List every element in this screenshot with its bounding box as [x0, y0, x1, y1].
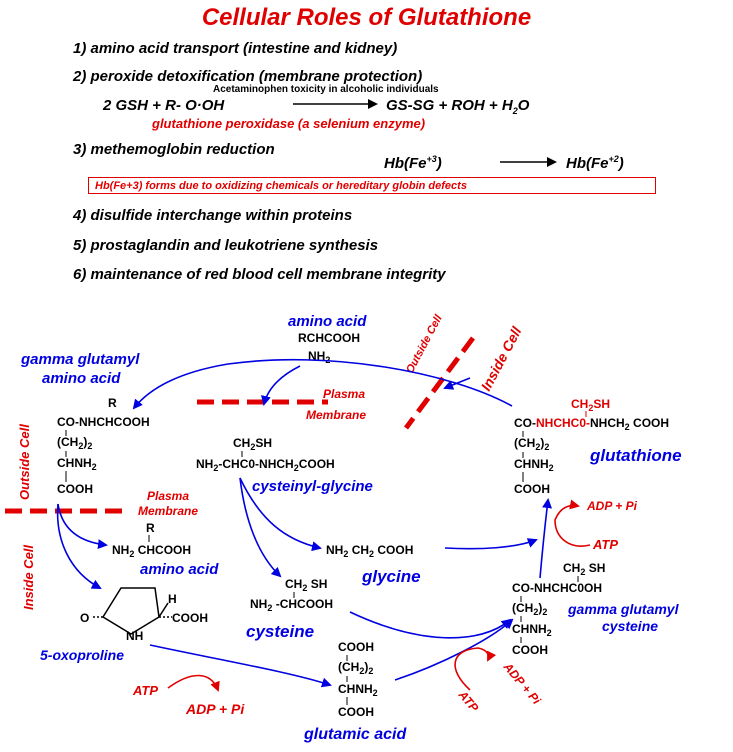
gamma-glutamyl-cysteine-label-1: gamma glutamyl: [567, 601, 680, 617]
gamma-glutamyl-aa-label-1: gamma glutamyl: [20, 351, 140, 368]
gsh-formula-4: COOH: [514, 482, 550, 496]
cysgly-formula-2: NH2-CHC0-NHCH2COOH: [196, 457, 335, 473]
role-item-4: 4) disulfide interchange within proteins: [73, 207, 353, 224]
atp-right-label: ATP: [592, 537, 618, 552]
arrow-cysgly-to-cysteine: [239, 477, 282, 578]
cysteinyl-glycine-label: cysteinyl-glycine: [252, 478, 373, 495]
role-item-5: 5) prostaglandin and leukotriene synthes…: [73, 237, 379, 254]
cysteine-formula-1: CH2 SH: [285, 577, 327, 593]
glutathione-label: glutathione: [589, 446, 682, 465]
aa-inside-r: R: [146, 521, 155, 535]
ggc-formula-4: COOH: [512, 643, 548, 657]
plasma-membrane-top-label-2: Membrane: [306, 408, 366, 422]
cysteine-label: cysteine: [246, 622, 314, 641]
arrow-cysgly-to-glycine: [239, 477, 322, 552]
acetaminophen-note: Acetaminophen toxicity in alcoholic indi…: [213, 84, 439, 95]
plasma-membrane-diagonal: [403, 336, 476, 430]
ggc-formula-3: CHNH2: [512, 622, 552, 638]
oxoproline-nh: NH: [126, 629, 143, 643]
arrow-outside-to-gsh-entry: [443, 377, 471, 390]
gga-r: R: [108, 396, 117, 410]
plasma-membrane-left-label-2: Membrane: [138, 504, 198, 518]
atp-arrow-bottom-mid: [454, 647, 497, 691]
cysteine-formula-2: NH2 -CHCOOH: [250, 597, 333, 613]
glu-formula-1: COOH: [338, 640, 374, 654]
ggc-formula-1: CO-NHCHC0OH: [512, 581, 602, 595]
amino-acid-top-formula-2: NH2: [308, 349, 330, 365]
glycine-formula: NH2 CH2 COOH: [326, 543, 413, 559]
inside-cell-left-label: Inside Cell: [21, 545, 36, 610]
plasma-membrane-left-label-1: Plasma: [147, 489, 189, 503]
role-item-3: 3) methemoglobin reduction: [73, 141, 275, 158]
hb-note-box: Hb(Fe+3) forms due to oxidizing chemical…: [88, 177, 656, 194]
gsh-formula-2: (CH2)2: [514, 436, 549, 452]
plasma-membrane-top-label-1: Plasma: [323, 387, 365, 401]
page-title: Cellular Roles of Glutathione: [201, 4, 532, 31]
hb-fe3: Hb(Fe+3): [384, 154, 442, 172]
oxoproline-structure: [92, 587, 172, 635]
adp-bottom-left-label: ADP + Pi: [185, 701, 245, 717]
gamma-glutamyl-aa-label-2: amino acid: [42, 370, 121, 387]
amino-acid-inside-label: amino acid: [140, 561, 219, 578]
cysgly-formula-1: CH2SH: [233, 436, 272, 452]
glutamic-acid-label: glutamic acid: [303, 726, 407, 743]
adp-bottom-mid-label: ADP + Pi: [500, 659, 544, 708]
arrow-amino-acid-in: [261, 365, 301, 406]
arrow-gga-to-amino-acid: [57, 503, 108, 550]
ggc-formula-top: CH2 SH: [563, 561, 605, 577]
oxoproline-h: H: [168, 592, 177, 606]
glu-formula-4: COOH: [338, 705, 374, 719]
adp-right-label: ADP + Pi: [586, 499, 638, 513]
inside-cell-top-label: Inside Cell: [478, 323, 526, 393]
gsh-formula-1: CO-NHCHC0-NHCH2 COOH: [514, 416, 669, 432]
arrow-gga-to-oxoproline: [56, 503, 102, 589]
oxoproline-cooh: COOH: [172, 611, 208, 625]
gga-formula-2: (CH2)2: [57, 435, 92, 451]
peroxide-equation-rhs: GS-SG + ROH + H2O: [386, 97, 530, 116]
atp-arrow-right: [554, 499, 591, 547]
enzyme-label: glutathione peroxidase (a selenium enzym…: [152, 116, 426, 131]
arrow-ggc-to-gsh: [539, 498, 553, 579]
role-item-2: 2) peroxide detoxification (membrane pro…: [73, 68, 423, 85]
glu-formula-3: CHNH2: [338, 682, 378, 698]
amino-acid-top-formula-1: RCHCOOH: [298, 331, 360, 345]
oxoproline-o: O: [80, 611, 89, 625]
atp-arrow-bottom-left: [167, 674, 220, 692]
gamma-glutamyl-cysteine-label-2: cysteine: [602, 618, 658, 634]
amino-acid-top-label: amino acid: [288, 313, 367, 330]
gsh-formula-top: CH2SH: [571, 397, 610, 413]
glu-formula-2: (CH2)2: [338, 660, 373, 676]
aa-inside-formula: NH2 CHCOOH: [112, 543, 191, 559]
hb-fe2: Hb(Fe+2): [566, 154, 624, 172]
arrow-glycine-to-gsh: [444, 538, 538, 550]
role-item-1: 1) amino acid transport (intestine and k…: [73, 40, 398, 57]
atp-bottom-mid-label: ATP: [455, 687, 482, 715]
gsh-formula-3: CHNH2: [514, 457, 554, 473]
glycine-label: glycine: [361, 567, 421, 586]
atp-bottom-left-label: ATP: [132, 683, 158, 698]
ggc-formula-2: (CH2)2: [512, 601, 547, 617]
gga-formula-1: CO-NHCHCOOH: [57, 415, 150, 429]
outside-cell-top-label: Outside Cell: [404, 312, 445, 375]
outside-cell-left-label: Outside Cell: [17, 424, 32, 500]
peroxide-equation-lhs: 2 GSH + R- O·OH: [103, 97, 225, 114]
gga-formula-4: COOH: [57, 482, 93, 496]
role-item-6: 6) maintenance of red blood cell membran…: [73, 266, 446, 283]
oxoproline-label: 5-oxoproline: [40, 647, 124, 663]
arrow-cysteine-to-ggc: [349, 611, 512, 639]
arrow-oxoproline-to-glutamic: [149, 644, 332, 688]
gga-formula-3: CHNH2: [57, 456, 97, 472]
